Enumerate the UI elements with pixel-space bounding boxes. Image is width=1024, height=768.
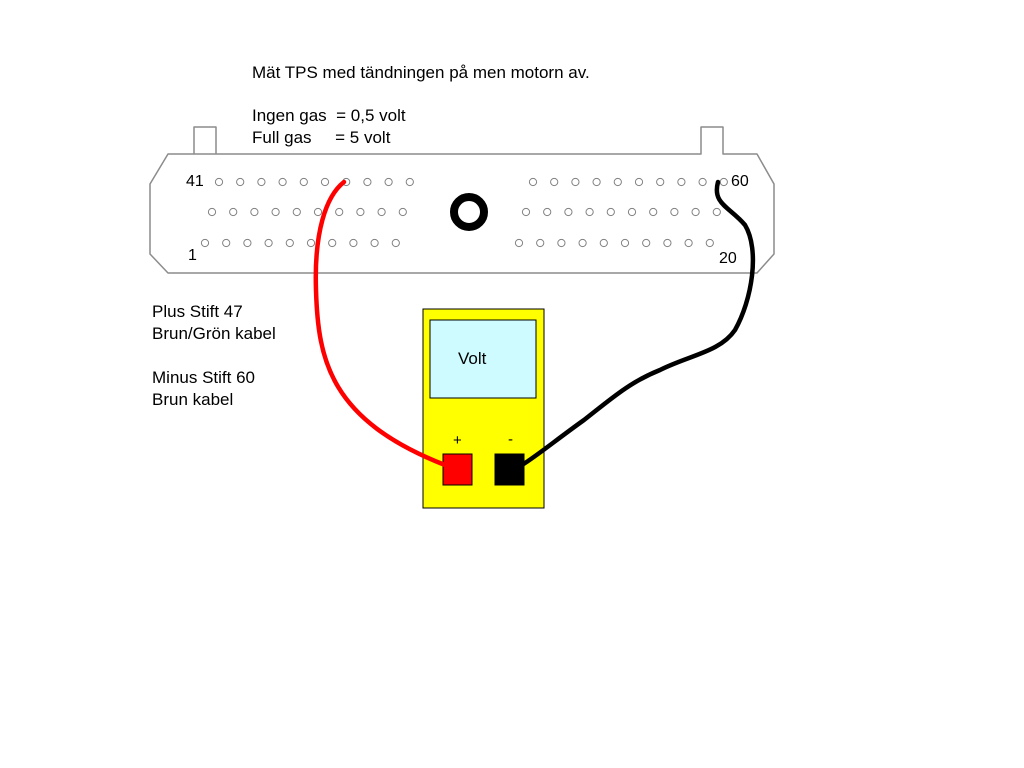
- connector-pin-hole: [698, 177, 707, 187]
- connector-pin-hole: [292, 207, 301, 217]
- connector-pin-hole: [356, 207, 365, 217]
- connector-pin-hole: [299, 177, 308, 187]
- connector-pin-hole: [285, 238, 294, 248]
- connector-pin-hole: [543, 207, 552, 217]
- connector-pin-hole: [229, 207, 238, 217]
- connector-pin-hole: [200, 238, 210, 248]
- connector-pin-hole: [363, 177, 372, 187]
- connector-pin-hole: [627, 207, 637, 217]
- minus-wire-black: [519, 179, 756, 468]
- connector-pin-hole: [257, 177, 266, 187]
- legend-plus-pin: Plus Stift 47: [152, 302, 243, 321]
- connector-pin-hole: [236, 177, 245, 187]
- connector-pin-hole: [514, 238, 524, 248]
- voltmeter: Volt + -: [422, 308, 545, 509]
- minus-terminal[interactable]: [494, 453, 525, 486]
- instruction-no-gas: Ingen gas = 0,5 volt: [252, 106, 406, 125]
- voltmeter-display-label: Volt: [458, 349, 487, 368]
- connector-pin-hole: [391, 238, 400, 248]
- connector-pin-hole: [634, 177, 644, 187]
- connector-pin-hole: [214, 177, 224, 187]
- connector-pin-hole: [207, 207, 217, 217]
- legend-minus-cable: Brun kabel: [152, 390, 234, 409]
- connector-pin-hole: [313, 207, 323, 217]
- connector-pin-hole: [592, 177, 601, 187]
- connector-pin-hole: [536, 238, 545, 248]
- plus-terminal[interactable]: [442, 453, 473, 486]
- connector-pin-hole: [306, 238, 316, 248]
- connector-pins: [200, 177, 728, 248]
- connector-pin-hole: [370, 238, 379, 248]
- voltmeter-display: [429, 319, 537, 399]
- connector-pin-hole: [705, 238, 714, 248]
- connector-pin-hole: [271, 207, 280, 217]
- connector-pin-hole: [557, 238, 566, 248]
- plus-wire-red: [313, 179, 448, 468]
- pin-label-41: 41: [186, 173, 204, 190]
- connector-pin-hole: [250, 207, 259, 217]
- pin-label-20: 20: [719, 250, 737, 267]
- connector-pin-hole: [243, 238, 252, 248]
- connector-pin-hole: [670, 207, 679, 217]
- connector-pin-hole: [677, 177, 686, 187]
- connector-pin-hole: [377, 207, 386, 217]
- connector-center-hole: [450, 193, 488, 231]
- ecu-connector: 41 60 1 20: [149, 126, 775, 274]
- connector-pin-hole: [656, 177, 665, 187]
- connector-pin-hole: [719, 177, 728, 187]
- connector-pin-hole: [691, 207, 700, 217]
- instruction-full-gas: Full gas = 5 volt: [252, 128, 391, 147]
- plus-terminal-symbol: +: [453, 432, 462, 449]
- connector-pin-hole: [550, 177, 559, 187]
- connector-pin-hole: [684, 238, 693, 248]
- connector-pin-hole: [384, 177, 393, 187]
- minus-terminal-symbol: -: [508, 431, 513, 448]
- legend-plus-cable: Brun/Grön kabel: [152, 324, 276, 343]
- connector-pin-hole: [335, 207, 344, 217]
- connector-pin-hole: [578, 238, 587, 248]
- connector-pin-hole: [599, 238, 608, 248]
- connector-pin-hole: [320, 177, 330, 187]
- connector-pin-hole: [606, 207, 615, 217]
- connector-pin-hole: [585, 207, 594, 217]
- connector-pin-hole: [564, 207, 573, 217]
- connector-pin-hole: [663, 238, 672, 248]
- connector-pin-hole: [712, 207, 721, 217]
- connector-pin-hole: [649, 207, 658, 217]
- connector-pin-hole: [620, 238, 630, 248]
- legend-minus-pin: Minus Stift 60: [152, 368, 255, 387]
- connector-pin-hole: [521, 207, 531, 217]
- connector-pin-hole: [642, 238, 651, 248]
- connector-pin-hole: [613, 177, 622, 187]
- connector-pin-hole: [328, 238, 337, 248]
- connector-pin-hole: [528, 177, 538, 187]
- connector-pin-hole: [349, 238, 358, 248]
- instruction-heading: Mät TPS med tändningen på men motorn av.: [252, 63, 590, 82]
- connector-pin-hole: [398, 207, 407, 217]
- connector-pin-hole: [405, 177, 414, 187]
- connector-pin-hole: [278, 177, 287, 187]
- pin-label-1: 1: [188, 247, 197, 264]
- connector-pin-hole: [222, 238, 231, 248]
- connector-pin-hole: [571, 177, 580, 187]
- connector-pin-hole: [264, 238, 273, 248]
- pin-label-60: 60: [731, 173, 749, 190]
